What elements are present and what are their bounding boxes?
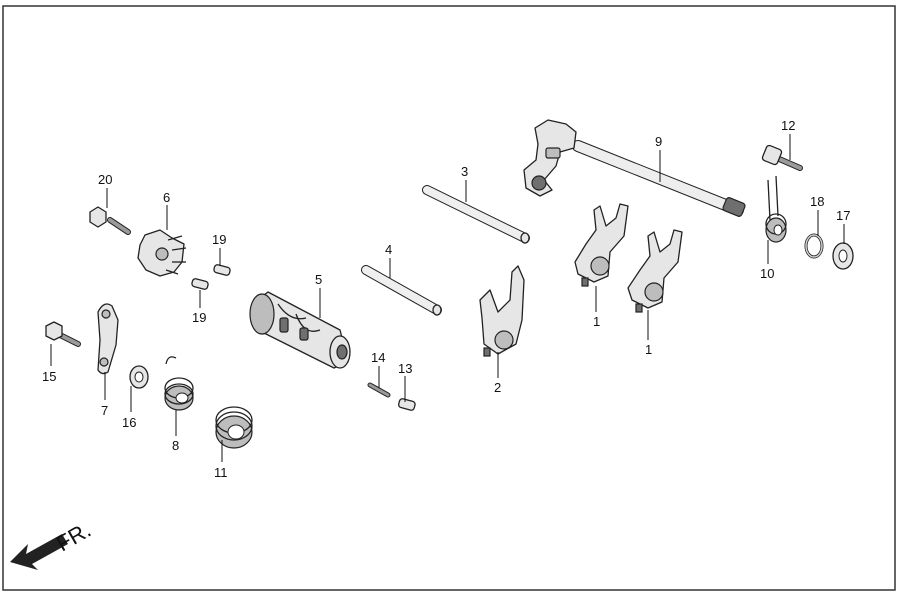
part-14-pin [367,382,391,398]
callout-6: 6 [163,190,170,205]
callout-18: 18 [810,194,824,209]
part-5-shift-drum [249,291,351,369]
front-arrow-icon [10,534,68,570]
callout-3: 3 [461,164,468,179]
part-7-stopper-arm [97,303,119,375]
part-1-shift-fork-b [627,229,683,313]
callout-4: 4 [385,242,392,257]
callout-9: 9 [655,134,662,149]
part-2-shift-fork [479,265,525,357]
part-1-shift-fork-a [574,203,629,287]
part-8-spring [164,356,194,411]
callout-16: 16 [122,415,136,430]
part-6-star-plate [137,229,187,277]
part-20-bolt [89,206,131,235]
part-9-shift-shaft [523,119,746,217]
part-4-shaft [361,265,442,316]
callout-14: 14 [371,350,385,365]
leader-lines [50,134,845,462]
part-19-pins [191,264,231,290]
callout-11: 11 [214,465,228,480]
callout-20: 20 [98,172,112,187]
callout-13: 13 [398,361,412,376]
callout-5: 5 [315,272,322,287]
part-3-shaft [422,185,530,244]
part-10-spring [765,175,787,243]
callout-1: 1 [645,342,652,357]
callout-8: 8 [172,438,179,453]
part-11-spring [215,406,253,449]
part-13-pin [398,398,416,411]
diagram-frame [2,5,896,591]
callout-19: 19 [192,310,206,325]
callout-12: 12 [781,118,795,133]
part-15-bolt [45,321,81,347]
callout-labels: 20 6 19 19 15 7 16 8 11 5 4 3 14 13 2 9 … [42,118,850,480]
part-18-ring [804,233,824,259]
part-16-washer [129,365,149,389]
callout-15: 15 [42,369,56,384]
front-direction-marker: FR. [10,517,95,570]
callout-7: 7 [101,403,108,418]
part-17-washer [832,242,854,270]
callout-17: 17 [836,208,850,223]
callout-10: 10 [760,266,774,281]
callout-19: 19 [212,232,226,247]
front-marker-label: FR. [52,517,95,556]
callout-1: 1 [593,314,600,329]
part-12-bolt [761,144,803,171]
callout-2: 2 [494,380,501,395]
